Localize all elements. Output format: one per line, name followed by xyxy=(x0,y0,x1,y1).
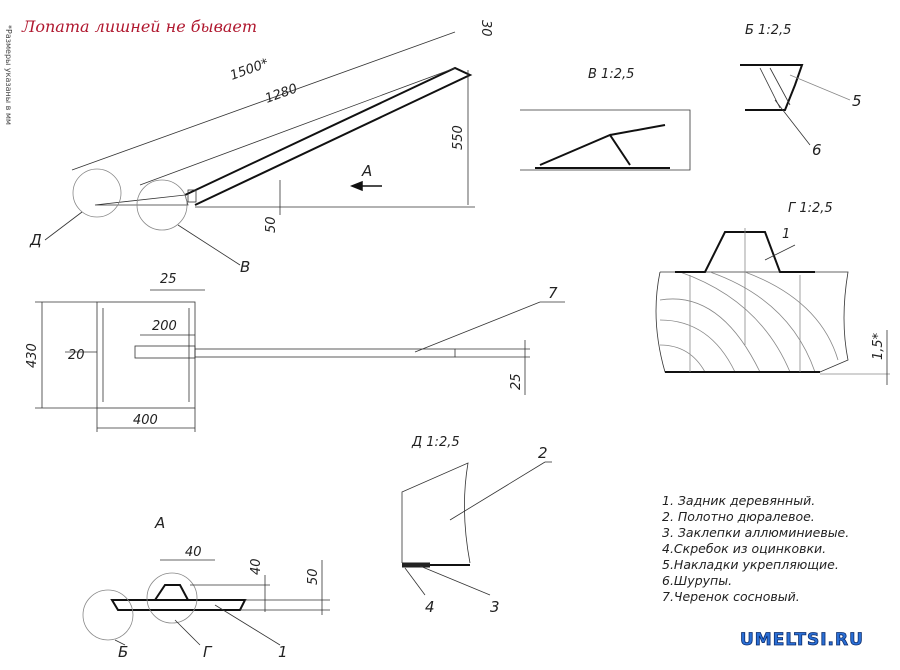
dim-20: 20 xyxy=(68,348,85,363)
detail-d: Д 1:2,5 2 4 3 xyxy=(401,435,552,616)
dim-1-5: 1,5* xyxy=(871,332,886,360)
detail-v-title: В 1:2,5 xyxy=(588,67,634,82)
dim-1280: 1280 xyxy=(263,81,299,106)
leader-line xyxy=(789,74,851,101)
part-7-label: 7 xyxy=(548,284,558,302)
detail-g-title: Г 1:2,5 xyxy=(788,201,833,216)
dim-50: 50 xyxy=(264,216,279,233)
callout-circle-v xyxy=(136,179,188,231)
view-a-label: А xyxy=(361,162,372,180)
leader-line xyxy=(414,301,541,353)
part-1-label-g: 1 xyxy=(782,227,790,242)
dim-430: 430 xyxy=(25,343,40,368)
wood-grain xyxy=(659,271,839,373)
dim-25-top: 25 xyxy=(160,272,177,287)
blade-plan xyxy=(96,301,196,409)
view-a: А 40 40 50 Б Г 1 xyxy=(82,514,330,661)
leader-line xyxy=(214,604,281,646)
dim-40-h: 40 xyxy=(185,545,202,560)
dim-1500: 1500* xyxy=(228,56,271,84)
callout-v-label: В xyxy=(240,258,250,276)
dim-550: 550 xyxy=(451,125,466,150)
part-3-label: 3 xyxy=(490,598,500,616)
leader-line xyxy=(404,567,426,596)
watermark-logo: UMELTSI.RU xyxy=(740,630,864,650)
dim-line-1280 xyxy=(139,67,456,186)
detail-v-outline xyxy=(520,109,691,171)
blade-side xyxy=(94,194,189,206)
leader-line xyxy=(449,461,546,521)
reinforcement-profile xyxy=(740,64,804,111)
detail-d-title: Д 1:2,5 xyxy=(411,435,460,450)
callout-circle-b xyxy=(82,589,134,641)
view-arrow-a xyxy=(349,180,382,192)
dim-30: 30 xyxy=(478,20,493,37)
legend-item: 6.Шурупы. xyxy=(662,573,732,588)
part-4-label: 4 xyxy=(425,598,435,616)
dim-200: 200 xyxy=(152,319,177,334)
handle-mount xyxy=(134,345,196,359)
legend-item: 1. Задник деревянный. xyxy=(662,493,815,508)
drawing-title: Лопата лишней не бывает xyxy=(21,17,257,36)
detail-b-title: Б 1:2,5 xyxy=(745,23,791,38)
part-6-label: 6 xyxy=(812,141,822,159)
bracket-profile xyxy=(539,133,631,166)
callout-g-label: Г xyxy=(203,643,213,661)
leader-line xyxy=(114,639,126,646)
leader-line xyxy=(44,211,83,241)
part-5-label: 5 xyxy=(852,92,862,110)
units-note: *Размеры указаны в мм xyxy=(4,25,13,125)
part-1-label-a: 1 xyxy=(278,643,288,661)
legend-item: 4.Скребок из оцинковки. xyxy=(662,541,826,556)
leader-line xyxy=(774,99,811,146)
bracket-side xyxy=(187,189,197,203)
side-view: 1500* 1280 30 550 50 А Д В xyxy=(29,20,493,276)
part-2-label: 2 xyxy=(538,444,548,462)
blade-section xyxy=(401,462,471,564)
legend-item: 7.Черенок сосновый. xyxy=(662,589,800,604)
leader-line xyxy=(174,619,201,646)
callout-circle-g xyxy=(146,572,198,624)
dim-40-v: 40 xyxy=(249,558,264,575)
leader-line xyxy=(177,224,241,266)
legend-item: 5.Накладки укрепляющие. xyxy=(662,557,839,572)
view-a-title: А xyxy=(154,514,165,532)
leader-line xyxy=(419,565,491,596)
legend-item: 2. Полотно дюралевое. xyxy=(662,509,815,524)
leader-line xyxy=(764,244,796,261)
handle-side xyxy=(184,66,473,206)
detail-v: В 1:2,5 xyxy=(520,67,691,171)
callout-b-label: Б xyxy=(118,643,128,661)
dim-400: 400 xyxy=(133,413,158,428)
dim-25-right: 25 xyxy=(509,373,524,390)
dim-50-a: 50 xyxy=(306,568,321,585)
bracket-front xyxy=(154,584,189,601)
callout-circle-d xyxy=(72,168,122,218)
callout-d-label: Д xyxy=(29,231,42,249)
legend-item: 3. Заклепки аллюминиевые. xyxy=(662,525,849,540)
dim-line-1500 xyxy=(71,31,456,171)
detail-g: Г 1:2,5 1 1,5* xyxy=(655,201,890,385)
parts-legend: 1. Задник деревянный. 2. Полотно дюралев… xyxy=(662,493,849,604)
handle-plan xyxy=(194,348,456,358)
plan-view: 430 400 25 200 20 25 7 xyxy=(25,272,565,432)
screw xyxy=(759,67,781,109)
detail-b: Б 1:2,5 5 6 xyxy=(740,23,862,159)
screw xyxy=(769,67,791,106)
handle-edge xyxy=(609,124,666,136)
